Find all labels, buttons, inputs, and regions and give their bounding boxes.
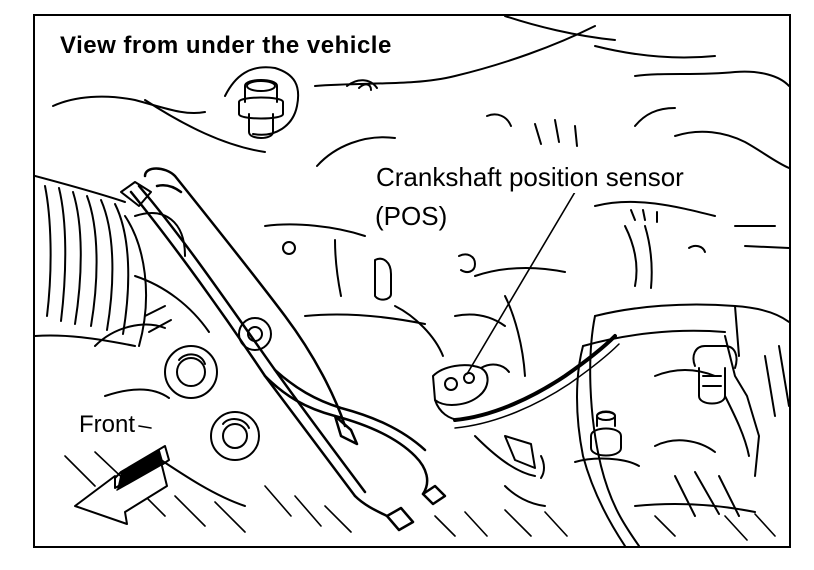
front-direction-label: Front	[77, 411, 138, 439]
ground-hatch-lines	[64, 425, 776, 541]
crankshaft-sensor-body	[432, 334, 620, 507]
callout-sensor-name: Crankshaft position sensor	[373, 162, 687, 193]
right-connector	[692, 345, 750, 457]
diagram-title: View from under the vehicle	[57, 32, 395, 60]
front-arrow-icon	[74, 445, 170, 525]
upper-bolt	[238, 79, 284, 139]
engine-block-lines	[264, 200, 789, 377]
engine-underside-illustration	[35, 16, 789, 546]
callout-leader-line	[466, 191, 576, 375]
brake-pipe	[129, 167, 447, 532]
diagram-frame: View from under the vehicle Crankshaft p…	[33, 14, 791, 548]
steering-rack-boot	[35, 175, 186, 347]
lower-right-bolt	[574, 410, 640, 467]
upper-housing-lines	[52, 16, 789, 169]
subframe-right	[576, 303, 789, 546]
callout-sensor-abbreviation: (POS)	[373, 201, 450, 232]
